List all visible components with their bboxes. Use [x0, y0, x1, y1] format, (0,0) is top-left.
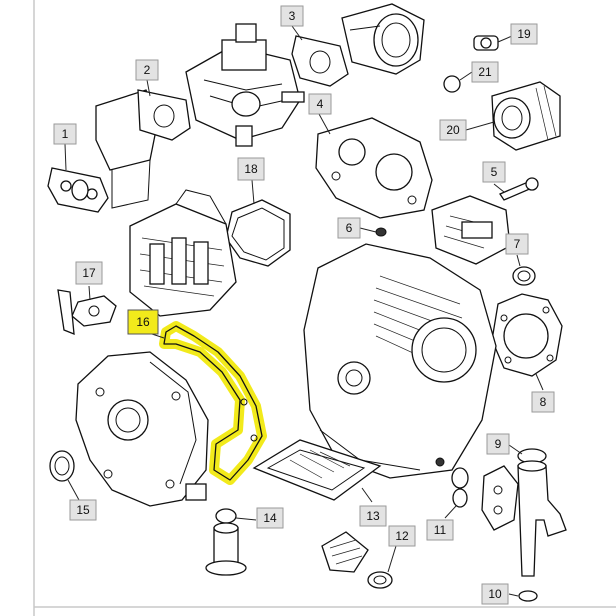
callout-label: 8 [540, 395, 547, 409]
callout-3: 3 [280, 5, 304, 27]
callout-label: 5 [491, 165, 498, 179]
carburetor-assembly [185, 23, 305, 147]
callout-1: 1 [53, 123, 77, 145]
callout-label: 6 [346, 221, 353, 235]
callout-20: 20 [439, 119, 467, 141]
breather-cover [431, 195, 511, 265]
callout-14: 14 [256, 507, 284, 529]
callout-label: 21 [478, 65, 492, 79]
part-17-bracket [57, 289, 117, 335]
part-15-seal [49, 450, 75, 482]
breather-housing [481, 465, 519, 531]
part-19-bushing [473, 35, 499, 51]
part-13-screen [252, 439, 382, 501]
air-intake-elbow [341, 3, 425, 75]
callout-18: 18 [237, 157, 265, 181]
callout-13: 13 [359, 505, 387, 527]
callout-label: 17 [82, 266, 96, 280]
part-5-bolt [499, 177, 539, 201]
callout-label: 18 [244, 162, 258, 176]
callout-11: 11 [426, 519, 454, 541]
callout-label: 9 [495, 437, 502, 451]
callout-5: 5 [482, 161, 506, 183]
callout-label: 14 [263, 511, 277, 525]
callout-10: 10 [481, 583, 509, 605]
callout-19: 19 [510, 23, 538, 45]
callout-16: 16 [127, 309, 159, 335]
part-10-oring [518, 590, 538, 602]
part-16-gasket-highlighted [159, 321, 267, 485]
callout-label: 4 [317, 97, 324, 111]
callout-label: 15 [76, 503, 90, 517]
crankcase-cover [75, 351, 209, 507]
part-21-oring [443, 75, 461, 93]
callout-label: 3 [289, 9, 296, 23]
callout-label: 2 [144, 63, 151, 77]
callout-label: 16 [136, 315, 150, 329]
callout-label: 13 [366, 509, 380, 523]
callout-17: 17 [75, 261, 103, 285]
part-1-gasket [47, 167, 109, 213]
part-6-plug [375, 227, 387, 237]
part-2-spacer [95, 89, 191, 209]
callout-label: 10 [488, 587, 502, 601]
engine-block [303, 243, 497, 479]
callout-label: 19 [517, 27, 531, 41]
callout-label: 1 [62, 127, 69, 141]
callout-6: 6 [337, 217, 361, 239]
part-4-gasket [315, 117, 433, 219]
callout-label: 7 [514, 237, 521, 251]
leader-lines [64, 25, 544, 597]
part-12-spring [321, 531, 393, 589]
callout-label: 20 [446, 123, 460, 137]
callout-8: 8 [531, 391, 555, 413]
dipstick-tube [517, 460, 567, 577]
callout-label: 12 [395, 529, 409, 543]
callout-15: 15 [69, 499, 97, 521]
callout-4: 4 [308, 93, 332, 115]
callout-12: 12 [388, 525, 416, 547]
part-14-oring [215, 508, 237, 524]
part-3-gasket [291, 35, 349, 87]
part-8-gasket [491, 293, 563, 377]
part-20-oil-filter [491, 81, 561, 151]
callout-9: 9 [486, 433, 510, 455]
part-11-oring [451, 467, 469, 508]
callout-21: 21 [471, 61, 499, 83]
part-18-gasket [225, 199, 291, 267]
rocker-assembly [129, 189, 237, 317]
callout-label: 11 [434, 523, 447, 537]
part-7-seal [512, 266, 536, 286]
oil-pump-shaft [205, 522, 247, 576]
callout-7: 7 [505, 233, 529, 255]
callout-2: 2 [135, 59, 159, 81]
